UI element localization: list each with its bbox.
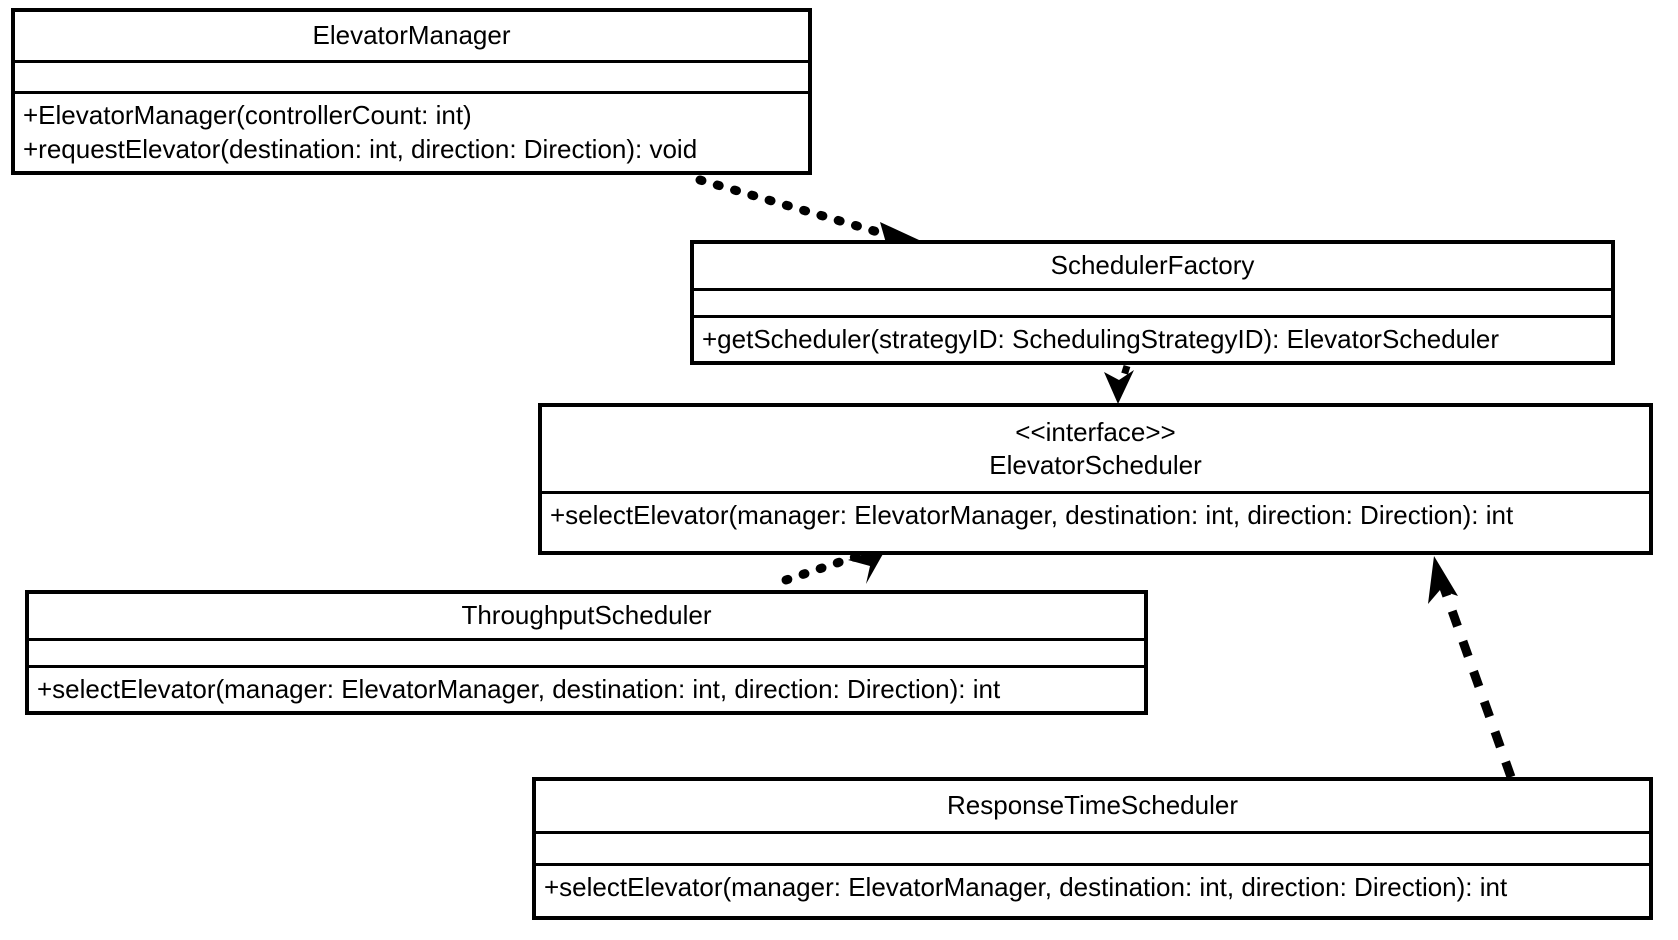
name-compartment: <<interface>> ElevatorScheduler	[542, 407, 1649, 494]
stereotype-label: <<interface>>	[1015, 416, 1176, 447]
uml-class-elevator-manager[interactable]: ElevatorManager +ElevatorManager(control…	[11, 8, 812, 175]
class-name-label: ThroughputScheduler	[461, 600, 712, 631]
arrowhead-open	[1428, 556, 1458, 604]
dependency-line	[1118, 364, 1131, 384]
attributes-compartment	[15, 63, 808, 94]
operation-row: +selectElevator(manager: ElevatorManager…	[550, 500, 1514, 530]
operations-compartment: +ElevatorManager(controllerCount: int) +…	[15, 94, 808, 171]
realization-line	[1439, 586, 1516, 779]
dependency-line	[695, 175, 910, 245]
name-compartment: SchedulerFactory	[694, 244, 1611, 291]
operations-compartment: +selectElevator(manager: ElevatorManager…	[536, 866, 1649, 909]
uml-class-throughput-scheduler[interactable]: ThroughputScheduler +selectElevator(mana…	[25, 590, 1148, 715]
operation-row: +ElevatorManager(controllerCount: int)	[23, 99, 472, 130]
realization-line	[781, 551, 863, 585]
operation-row: +selectElevator(manager: ElevatorManager…	[544, 872, 1508, 902]
operation-row: +requestElevator(destination: int, direc…	[23, 134, 698, 165]
operation-row: +selectElevator(manager: ElevatorManager…	[37, 674, 1001, 705]
name-compartment: ResponseTimeScheduler	[536, 781, 1649, 834]
class-name-label: ElevatorScheduler	[989, 450, 1202, 480]
arrowhead-open	[1104, 370, 1134, 404]
name-compartment: ElevatorManager	[15, 12, 808, 63]
attributes-compartment	[29, 641, 1144, 669]
operations-compartment: +selectElevator(manager: ElevatorManager…	[29, 668, 1144, 711]
class-name-label: SchedulerFactory	[1050, 250, 1255, 281]
uml-class-response-time-scheduler[interactable]: ResponseTimeScheduler +selectElevator(ma…	[532, 777, 1653, 920]
relationship-responsetime-realizes-scheduler	[1428, 556, 1516, 779]
operations-compartment: +selectElevator(manager: ElevatorManager…	[542, 494, 1649, 537]
relationship-factory-creates-scheduler	[1104, 364, 1134, 404]
attributes-compartment	[694, 291, 1611, 319]
operations-compartment: +getScheduler(strategyID: SchedulingStra…	[694, 318, 1611, 361]
uml-interface-elevator-scheduler[interactable]: <<interface>> ElevatorScheduler +selectE…	[538, 403, 1653, 555]
name-compartment: ThroughputScheduler	[29, 594, 1144, 641]
operation-row: +getScheduler(strategyID: SchedulingStra…	[702, 324, 1500, 355]
attributes-compartment	[536, 834, 1649, 866]
uml-class-scheduler-factory[interactable]: SchedulerFactory +getScheduler(strategyI…	[690, 240, 1615, 365]
class-name-label: ElevatorManager	[312, 20, 511, 51]
class-name-label: ResponseTimeScheduler	[947, 790, 1238, 821]
